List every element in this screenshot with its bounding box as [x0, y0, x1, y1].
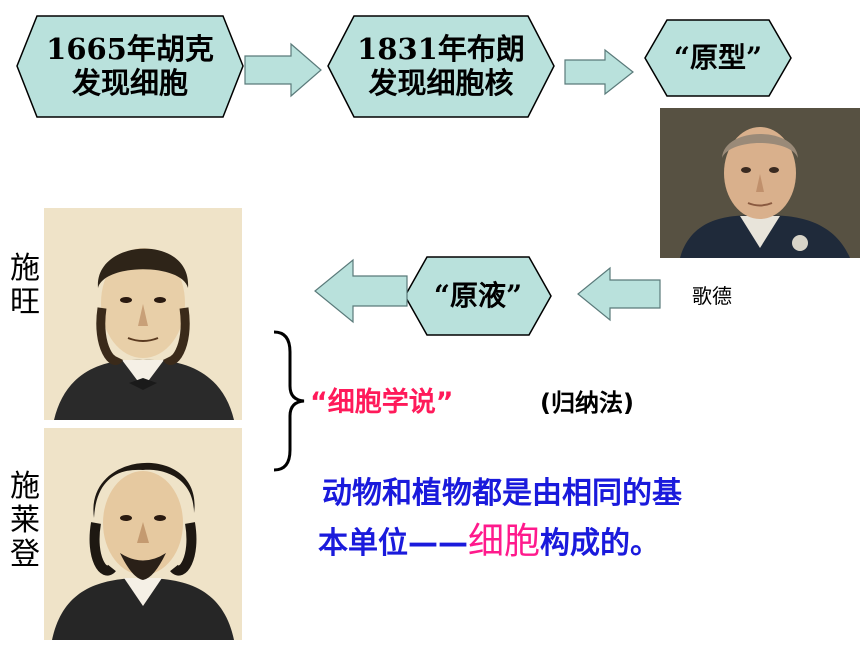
schwann-name: 施 旺	[8, 252, 42, 320]
schwann-name-char-2: 旺	[10, 285, 40, 320]
arrow-right-1	[244, 42, 322, 98]
schleiden-name: 施 莱 登	[8, 470, 42, 572]
statement-line-2: 本单位——细胞构成的。	[318, 518, 682, 568]
hexagon-prototype	[644, 19, 792, 97]
hexagon-1831-label: 1831年布朗 发现细胞核	[326, 14, 556, 119]
schleiden-name-char-1: 施	[10, 469, 40, 504]
step2-line1: 1831年布朗	[357, 32, 525, 67]
step1-line2: 发现细胞	[71, 65, 188, 100]
step1-line1: 1665年胡克	[46, 32, 214, 67]
statement-line-2-post: 构成的。	[540, 526, 661, 561]
hexagon-1665-hooke	[16, 15, 244, 118]
arrow-left-1	[577, 266, 661, 322]
arrow-left-2	[314, 258, 408, 324]
hexagon-1831-brown	[327, 15, 555, 118]
hexagon-1665-label: 1665年胡克 发现细胞	[15, 14, 245, 119]
theory-statement: 动物和植物都是由相同的基 本单位——细胞构成的。	[318, 470, 682, 568]
arrow-right-2	[564, 48, 634, 96]
curly-brace	[273, 330, 305, 472]
statement-highlight-cell: 细胞	[468, 521, 541, 562]
hexagon-prototype-label: “原型”	[673, 40, 763, 74]
statement-line-1: 动物和植物都是由相同的基	[322, 476, 682, 511]
step2-line2: 发现细胞核	[368, 65, 514, 100]
statement-line-2-pre: 本单位——	[318, 526, 468, 561]
goethe-caption: 歌德	[692, 284, 732, 308]
schleiden-name-char-2: 莱	[10, 503, 40, 538]
schwann-portrait	[44, 208, 242, 420]
cell-theory-title: “细胞学说”	[310, 387, 454, 418]
schleiden-name-char-3: 登	[10, 537, 40, 572]
induction-method: (归纳法)	[540, 389, 634, 417]
schleiden-portrait	[44, 428, 242, 640]
schwann-name-char-1: 施	[10, 251, 40, 286]
goethe-portrait	[660, 108, 860, 258]
hexagon-protoplasm-label: “原液”	[433, 278, 523, 312]
